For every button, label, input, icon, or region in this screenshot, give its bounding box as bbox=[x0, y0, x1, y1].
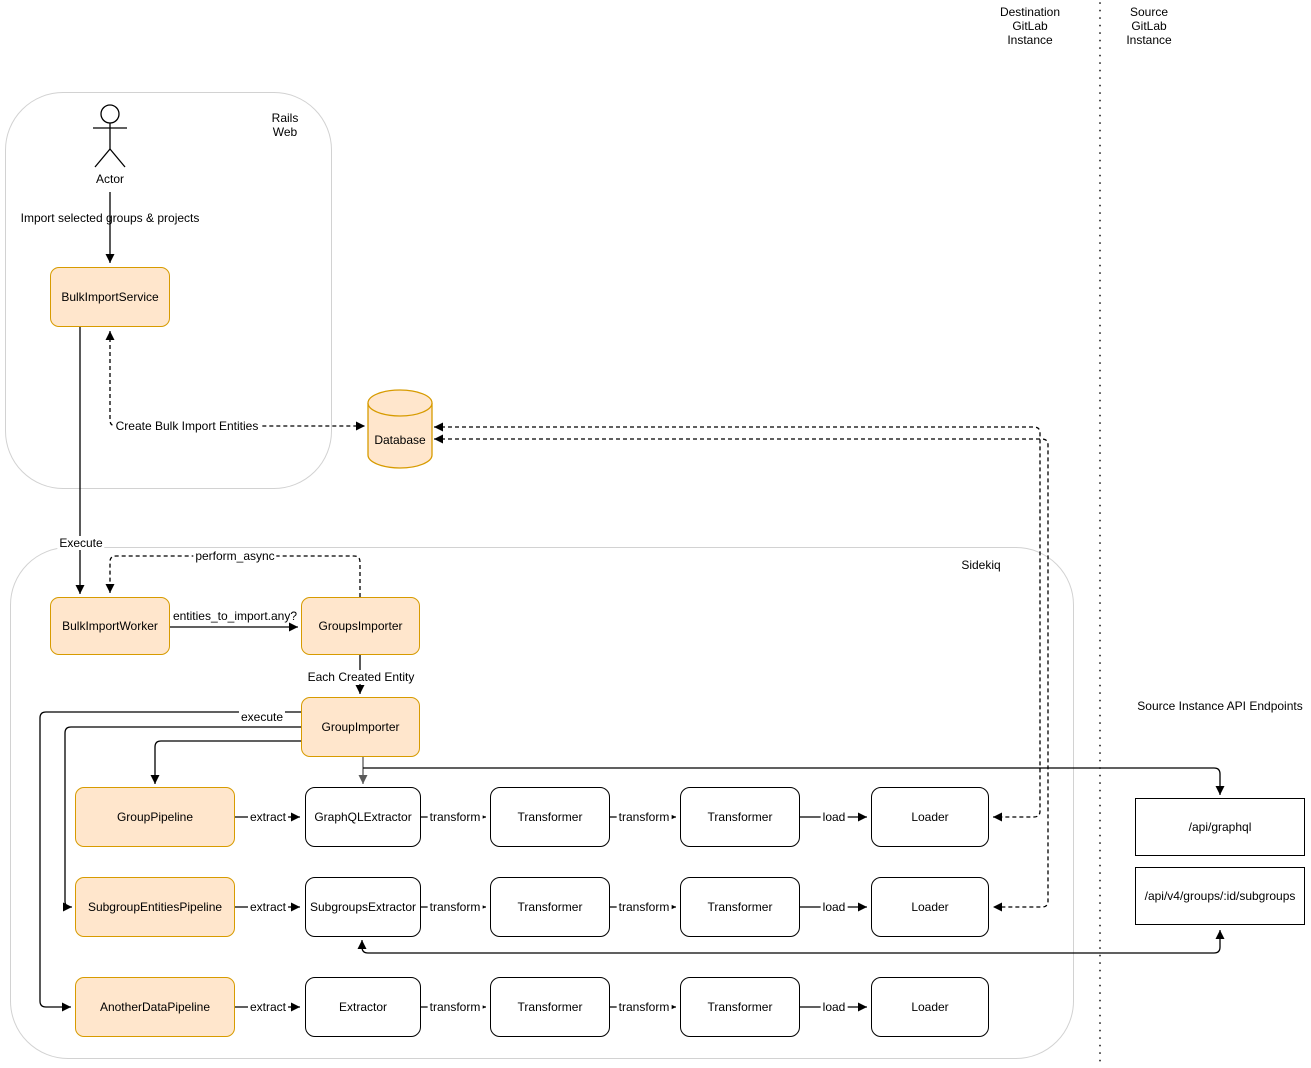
bulk-import-worker-node: BulkImportWorker bbox=[50, 597, 170, 655]
edge-label-transform1-row1: transform bbox=[427, 810, 483, 824]
edge-label-extract-row3: extract bbox=[247, 1000, 289, 1014]
edge-label-load-row3: load bbox=[820, 1000, 848, 1014]
edge-graphqlextractor-to-api-graphql bbox=[363, 767, 1225, 795]
edge-label-each-created-entity: Each Created Entity bbox=[305, 670, 417, 684]
edge-subgroupsextractor-to-api-subgroups bbox=[357, 930, 1225, 954]
endpoints-title: Source Instance API Endpoints bbox=[1137, 699, 1303, 713]
edge-database-to-loader2 bbox=[434, 434, 1049, 912]
destination-instance-label: Destination GitLab Instance bbox=[999, 5, 1061, 47]
edge-label-transform2-row3: transform bbox=[616, 1000, 672, 1014]
transformer-node: Transformer bbox=[490, 977, 610, 1037]
database-icon bbox=[367, 389, 433, 469]
transformer-node: Transformer bbox=[490, 787, 610, 847]
edge-groupimporter-to-grouppipeline bbox=[150, 740, 302, 784]
edge-label-import-selected: Import selected groups & projects bbox=[20, 211, 200, 225]
actor-icon bbox=[93, 104, 127, 168]
edge-label-transform2-row1: transform bbox=[616, 810, 672, 824]
edge-label-execute: Execute bbox=[57, 536, 105, 550]
edge-label-load-row1: load bbox=[820, 810, 848, 824]
edge-label-perform-async: perform_async bbox=[193, 549, 277, 563]
transformer-node: Transformer bbox=[680, 787, 800, 847]
rails-web-label: Rails Web bbox=[271, 111, 299, 139]
edge-label-transform2-row2: transform bbox=[616, 900, 672, 914]
edge-label-load-row2: load bbox=[820, 900, 848, 914]
edge-label-transform1-row3: transform bbox=[427, 1000, 483, 1014]
groups-importer-node: GroupsImporter bbox=[301, 597, 420, 655]
source-instance-label: Source GitLab Instance bbox=[1126, 5, 1172, 47]
edge-label-extract-row2: extract bbox=[247, 900, 289, 914]
subgroups-extractor-node: SubgroupsExtractor bbox=[305, 877, 421, 937]
edge-groupimporter-to-anotherdatapipeline bbox=[39, 711, 302, 1012]
group-pipeline-node: GroupPipeline bbox=[75, 787, 235, 847]
transformer-node: Transformer bbox=[490, 877, 610, 937]
loader-node: Loader bbox=[871, 877, 989, 937]
rails-web-container bbox=[5, 92, 332, 489]
edge-label-transform1-row2: transform bbox=[427, 900, 483, 914]
graphql-extractor-node: GraphQLExtractor bbox=[305, 787, 421, 847]
edge-label-extract-row1: extract bbox=[247, 810, 289, 824]
api-graphql-endpoint: /api/graphql bbox=[1135, 798, 1305, 856]
edge-label-create-entities: Create Bulk Import Entities bbox=[113, 419, 261, 433]
transformer-node: Transformer bbox=[680, 877, 800, 937]
edge-create-bulk-import-entities bbox=[105, 331, 365, 431]
api-subgroups-endpoint: /api/v4/groups/:id/subgroups bbox=[1135, 867, 1305, 925]
actor-label: Actor bbox=[95, 172, 125, 186]
edge-label-execute-pipeline: execute bbox=[238, 710, 286, 724]
group-importer-node: GroupImporter bbox=[301, 697, 420, 757]
subgroup-entities-pipeline-node: SubgroupEntitiesPipeline bbox=[75, 877, 235, 937]
database-label: Database bbox=[374, 433, 426, 447]
edge-groupimporter-to-subgroupentitiespipeline bbox=[63, 726, 302, 912]
edge-database-to-loader1 bbox=[434, 422, 1041, 822]
another-data-pipeline-node: AnotherDataPipeline bbox=[75, 977, 235, 1037]
loader-node: Loader bbox=[871, 787, 989, 847]
sidekiq-label: Sidekiq bbox=[961, 558, 1001, 572]
edge-label-entities-any: entities_to_import.any? bbox=[172, 609, 298, 623]
bulk-import-service-node: BulkImportService bbox=[50, 267, 170, 327]
transformer-node: Transformer bbox=[680, 977, 800, 1037]
loader-node: Loader bbox=[871, 977, 989, 1037]
extractor-node: Extractor bbox=[305, 977, 421, 1037]
